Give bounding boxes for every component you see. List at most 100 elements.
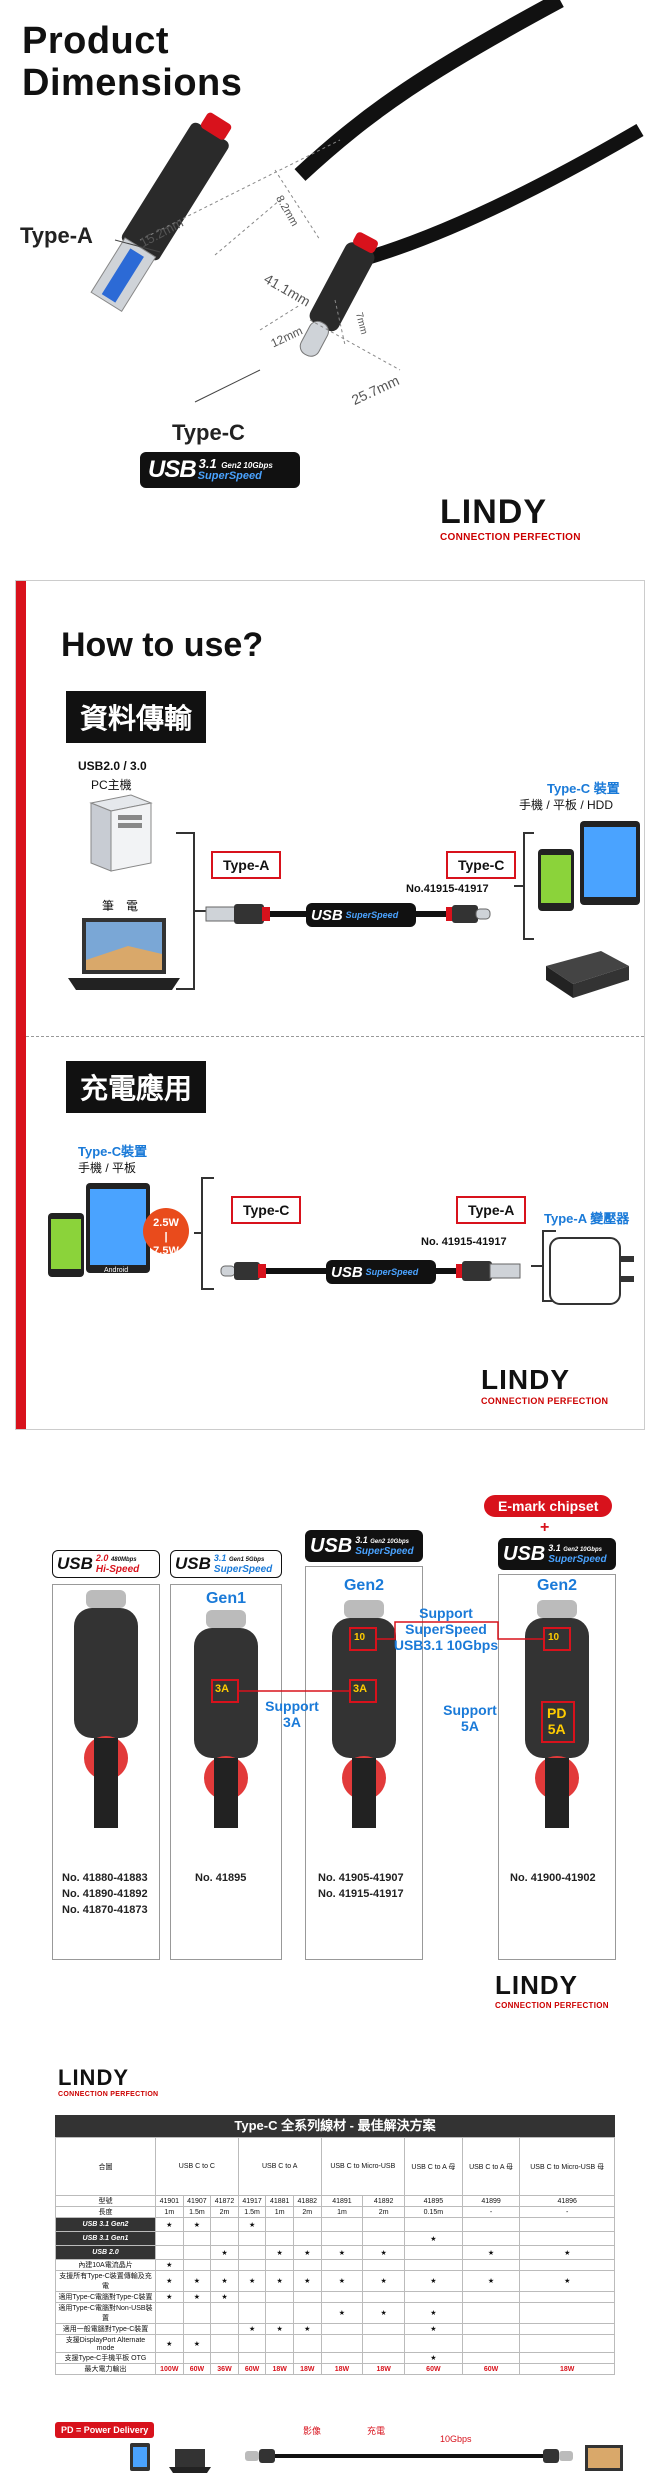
chip-10-b: 10 — [548, 1632, 560, 1643]
power-cell: 60W — [237, 2363, 267, 2375]
how-to-use-section: How to use? 資料傳輸 USB2.0 / 3.0 PC主機 筆 電 — [0, 560, 650, 1440]
usb-version: 3.1 — [198, 456, 217, 471]
power-2-5w: 2.5W — [153, 1217, 179, 1229]
type-c-device-label: Type-C 裝置 — [547, 781, 620, 796]
usb31-gen2-badge-a: USB 3.1 Gen2 10Gbps SuperSpeed — [305, 1530, 423, 1562]
card1-model-2: No. 41890-41892 — [62, 1888, 148, 1900]
support-5a-line2: 5A — [461, 1718, 479, 1734]
hdd-icon — [546, 951, 629, 998]
card4-model-1: No. 41900-41902 — [510, 1872, 596, 1884]
card3-model-1: No. 41905-41907 — [318, 1872, 404, 1884]
device-bracket-right — [514, 832, 534, 940]
charging-heading: 充電應用 — [66, 1061, 207, 1113]
bottom-icons-strip — [130, 2443, 623, 2473]
card3-models: No. 41905-41907 No. 41915-41917 — [318, 1870, 404, 1902]
usb-word: USB — [148, 456, 197, 483]
length-cell: 0.15m — [404, 2206, 463, 2218]
star-cell: ★ — [265, 2270, 294, 2292]
usb31g1-word: USB — [175, 1554, 211, 1573]
model-cell: 41892 — [362, 2195, 406, 2207]
lindy-tagline-4: CONNECTION PERFECTION — [58, 2091, 159, 2098]
length-cell: - — [519, 2206, 615, 2218]
table-row: 支援Type-C手機平板 OTG ★ — [55, 2352, 615, 2364]
length-cell: 1m — [265, 2206, 294, 2218]
charging-bracket-left — [194, 1177, 214, 1290]
model-number-1: No.41915-41917 — [406, 883, 489, 895]
feature-label: 適用Type-C電腦對Non-USB裝置 — [55, 2302, 156, 2324]
spec-table: 合圖 USB C to C USB C to A USB C to Micro-… — [55, 2137, 615, 2375]
length-cell: 1.5m — [182, 2206, 212, 2218]
star-cell: ★ — [404, 2323, 463, 2335]
usb20-sub: Hi-Speed — [95, 1564, 140, 1575]
power-cell: 100W — [155, 2363, 184, 2375]
length-cell: 1.5m — [237, 2206, 267, 2218]
feature-label: 支援DisplayPort Alternate mode — [55, 2334, 156, 2353]
pc-tower-icon — [89, 794, 153, 872]
power-7-5w: 7.5W — [153, 1245, 179, 1257]
table-row: 型號 41901 41907 41872 41917 41881 41882 4… — [55, 2195, 615, 2207]
support-5a-line1: Support — [443, 1702, 497, 1718]
support-ss-line2: USB3.1 10Gbps — [393, 1637, 499, 1653]
usb-word-3: USB — [331, 1263, 363, 1281]
power-cell: 18W — [265, 2363, 294, 2375]
table-row: 合圖 USB C to C USB C to A USB C to Micro-… — [55, 2137, 615, 2196]
star-cell: ★ — [404, 2231, 463, 2246]
star-cell: ★ — [265, 2245, 294, 2260]
star-cell: ★ — [362, 2270, 406, 2292]
card1-model-1: No. 41880-41883 — [62, 1872, 148, 1884]
usb31g2a-word: USB — [310, 1534, 353, 1557]
usb31g2a-speed: Gen2 10Gbps — [370, 1539, 409, 1545]
how-to-use-title: How to use? — [61, 626, 264, 664]
table-row: 適用Type-C電腦對Type-C裝置 ★★★ — [55, 2291, 615, 2303]
table-row: USB 2.0 ★★★★★★★ — [55, 2245, 615, 2260]
type-a-tag: Type-A — [211, 851, 282, 879]
lindy-wordmark-2: LINDY — [481, 1364, 570, 1395]
icon-label-charge: 充電 — [367, 2426, 386, 2436]
generation-comparison-section: E-mark chipset + USB 2.0 480Mbps Hi-Spee… — [0, 1440, 650, 2020]
lindy-tagline-2: CONNECTION PERFECTION — [481, 1396, 609, 1406]
usb31g2b-ver: 3.1 — [548, 1543, 561, 1553]
star-cell: ★ — [362, 2245, 406, 2260]
pd-text: PD — [547, 1705, 567, 1721]
usb31-gen2-badge: USB 3.1 Gen2 10Gbps SuperSpeed — [140, 452, 300, 488]
data-transfer-heading: 資料傳輸 — [66, 691, 207, 743]
feature-label: 內建10A電流晶片 — [55, 2259, 156, 2271]
lindy-logo-3: LINDY CONNECTION PERFECTION — [495, 1970, 609, 2010]
plus-sign: + — [540, 1519, 550, 1536]
devices-label-2: 手機 / 平板 — [78, 1161, 137, 1175]
usb31g2b-sub: SuperSpeed — [548, 1554, 607, 1565]
group-c-to-a-f1: USB C to A 母 — [404, 2137, 463, 2196]
usb-speed-3: SuperSpeed — [365, 1267, 419, 1277]
star-cell: ★ — [155, 2259, 184, 2271]
star-cell: ★ — [404, 2302, 463, 2324]
star-cell: ★ — [210, 2245, 239, 2260]
group-c-to-a: USB C to A — [237, 2137, 322, 2196]
pd-legend-badge: PD = Power Delivery — [55, 2422, 155, 2438]
row-label-model: 型號 — [55, 2195, 156, 2207]
lindy-wordmark-3: LINDY — [495, 1970, 578, 2000]
model-cell: 41896 — [519, 2195, 615, 2207]
usb31g2b-word: USB — [503, 1542, 546, 1565]
lindy-wordmark: LINDY — [440, 493, 547, 531]
model-cell: 41882 — [292, 2195, 322, 2207]
card1-models: No. 41880-41883 No. 41890-41892 No. 4187… — [62, 1870, 148, 1918]
support-5a: Support 5A — [440, 1702, 500, 1734]
usb31g1-sub: SuperSpeed — [213, 1564, 273, 1575]
row-label-length: 長度 — [55, 2206, 156, 2218]
star-cell: ★ — [292, 2245, 322, 2260]
usb31-gen2-badge-b: USB 3.1 Gen2 10Gbps SuperSpeed — [498, 1538, 616, 1570]
group-c-to-micro: USB C to Micro-USB — [320, 2137, 406, 2196]
android-label: Android — [104, 1267, 129, 1274]
star-cell: ★ — [404, 2352, 463, 2364]
group-c-to-micro-f: USB C to Micro-USB 母 — [519, 2137, 615, 2196]
usb31g2a-sub: SuperSpeed — [355, 1546, 414, 1557]
length-cell: 1m — [320, 2206, 364, 2218]
length-cell: - — [461, 2206, 521, 2218]
usb20-badge: USB 2.0 480Mbps Hi-Speed — [52, 1550, 160, 1578]
table-row: 長度 1m 1.5m 2m 1.5m 1m 2m 1m 2m 0.15m - - — [55, 2206, 615, 2218]
usb31g1-speed: Gen1 5Gbps — [228, 1557, 265, 1563]
phone-tablet-icon-2 — [48, 1183, 150, 1277]
usb-word-2: USB — [311, 906, 343, 924]
usb20-ver: 2.0 — [95, 1553, 109, 1563]
table-row: 支援DisplayPort Alternate mode ★★ — [55, 2334, 615, 2353]
